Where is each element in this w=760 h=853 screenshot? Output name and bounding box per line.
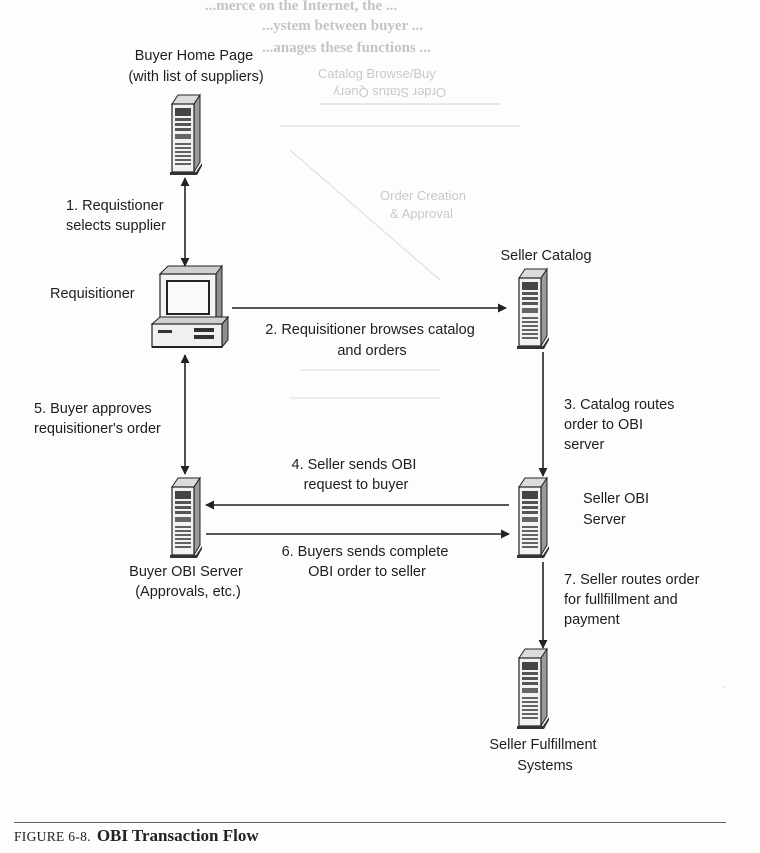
seller-catalog-server-icon — [516, 268, 550, 350]
buyer-home-server-icon — [169, 94, 203, 176]
caption-divider — [14, 822, 726, 823]
requisitioner-computer-icon — [150, 264, 230, 349]
svg-text:& Approval: & Approval — [390, 206, 453, 221]
svg-text:Catalog Browse/Buy: Catalog Browse/Buy — [318, 66, 436, 81]
seller-obi-server-icon — [516, 477, 550, 559]
svg-text:...anages these functions ...: ...anages these functions ... — [262, 40, 431, 56]
seller-fulfillment-label: Seller Fulfillment Systems — [489, 737, 600, 774]
buyer-home-label: Buyer Home Page (with list of suppliers) — [128, 48, 263, 85]
bleed-through-text: ...merce on the Internet, the ... ...yst… — [205, 0, 520, 399]
seller-catalog-label: Seller Catalog — [500, 248, 591, 264]
svg-text:Order Creation: Order Creation — [380, 188, 466, 203]
step-1-label: 1. Requistioner selects supplier — [66, 198, 168, 234]
svg-text:...merce on the Internet, the: ...merce on the Internet, the ... — [205, 0, 397, 14]
step-7-label: 7. Seller routes order for fullfillment … — [564, 572, 703, 628]
step-6-label: 6. Buyers sends complete OBI order to se… — [282, 544, 453, 580]
figure-caption: FIGURE 6-8. OBI Transaction Flow — [14, 826, 259, 846]
step-2-label: 2. Requisitioner browses catalog and ord… — [265, 322, 479, 359]
figure-title: OBI Transaction Flow — [96, 826, 259, 845]
svg-text:...ystem between buyer ...: ...ystem between buyer ... — [262, 18, 423, 34]
stray-mark: · — [722, 682, 725, 693]
svg-text:Order Status Query: Order Status Query — [333, 85, 446, 100]
figure-number: FIGURE 6-8. — [14, 829, 91, 844]
step-4-label: 4. Seller sends OBI request to buyer — [292, 457, 421, 493]
buyer-obi-label: Buyer OBI Server (Approvals, etc.) — [129, 564, 247, 600]
step-5-label: 5. Buyer approves requisitioner's order — [34, 401, 161, 437]
seller-fulfillment-server-icon — [516, 648, 550, 730]
buyer-obi-server-icon — [169, 477, 203, 559]
seller-obi-label: Seller OBI Server — [583, 491, 653, 528]
requisitioner-label: Requisitioner — [50, 286, 135, 302]
step-3-label: 3. Catalog routes order to OBI server — [564, 397, 678, 453]
